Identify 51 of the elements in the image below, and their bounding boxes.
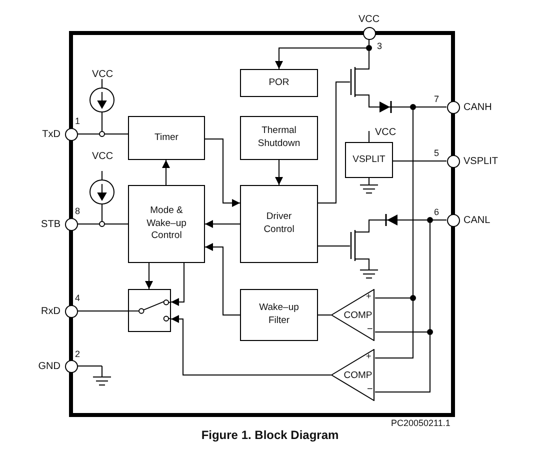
arrow (170, 262, 184, 306)
supply-label: VCC (92, 151, 114, 162)
wire (77, 310, 128, 312)
arrow (204, 243, 240, 316)
pin-number: 6 (434, 207, 440, 217)
function-block: Mode & Wake–up Control (128, 185, 205, 263)
arrow (204, 138, 240, 207)
pin-label: VSPLIT (464, 156, 498, 166)
arrow (204, 220, 240, 228)
input-polarity-sign: − (367, 324, 373, 335)
pin-number: 5 (434, 148, 440, 158)
pin-number: 8 (75, 206, 80, 216)
chip-outline (69, 31, 455, 417)
wire (368, 100, 380, 108)
diode-symbol (385, 214, 398, 226)
input-polarity-sign: − (367, 384, 373, 395)
wire (392, 160, 447, 162)
function-block: POR (240, 69, 318, 97)
pin-number: 4 (75, 293, 80, 303)
wire (318, 82, 350, 204)
pin-label: RxD (41, 306, 60, 316)
input-polarity-sign: + (366, 351, 372, 361)
wire (368, 220, 386, 228)
figure-caption: Figure 1. Block Diagram (200, 428, 340, 442)
input-polarity-sign: + (366, 291, 372, 301)
function-block: VSPLIT (345, 142, 393, 178)
pin-number: 3 (377, 41, 382, 51)
pin-label: STB (41, 218, 60, 230)
wire (318, 314, 332, 316)
function-block: Thermal Shutdown (240, 116, 318, 160)
function-block: Wake–up Filter (240, 289, 318, 341)
supply-label: VCC (375, 127, 396, 138)
arrow (275, 160, 283, 186)
function-block: Timer (128, 116, 205, 160)
pin-label: CANH (464, 102, 492, 112)
switch-box (128, 289, 171, 332)
pin-number: 2 (75, 349, 80, 359)
pin-label: CANL (464, 214, 490, 226)
pin-number: 1 (75, 116, 80, 126)
pin-label: GND (38, 360, 60, 372)
transistor-symbol (350, 64, 372, 100)
pin-label: TxD (42, 128, 60, 140)
figure-code: PC20050211.1 (391, 418, 450, 428)
pin-number: 7 (434, 94, 440, 104)
arrow (162, 160, 170, 186)
function-block: Driver Control (240, 185, 318, 263)
arrow (145, 262, 153, 290)
pin-label: VCC (358, 14, 380, 24)
diode-symbol (379, 101, 392, 113)
arrow (170, 315, 332, 376)
supply-label: VCC (92, 69, 114, 80)
